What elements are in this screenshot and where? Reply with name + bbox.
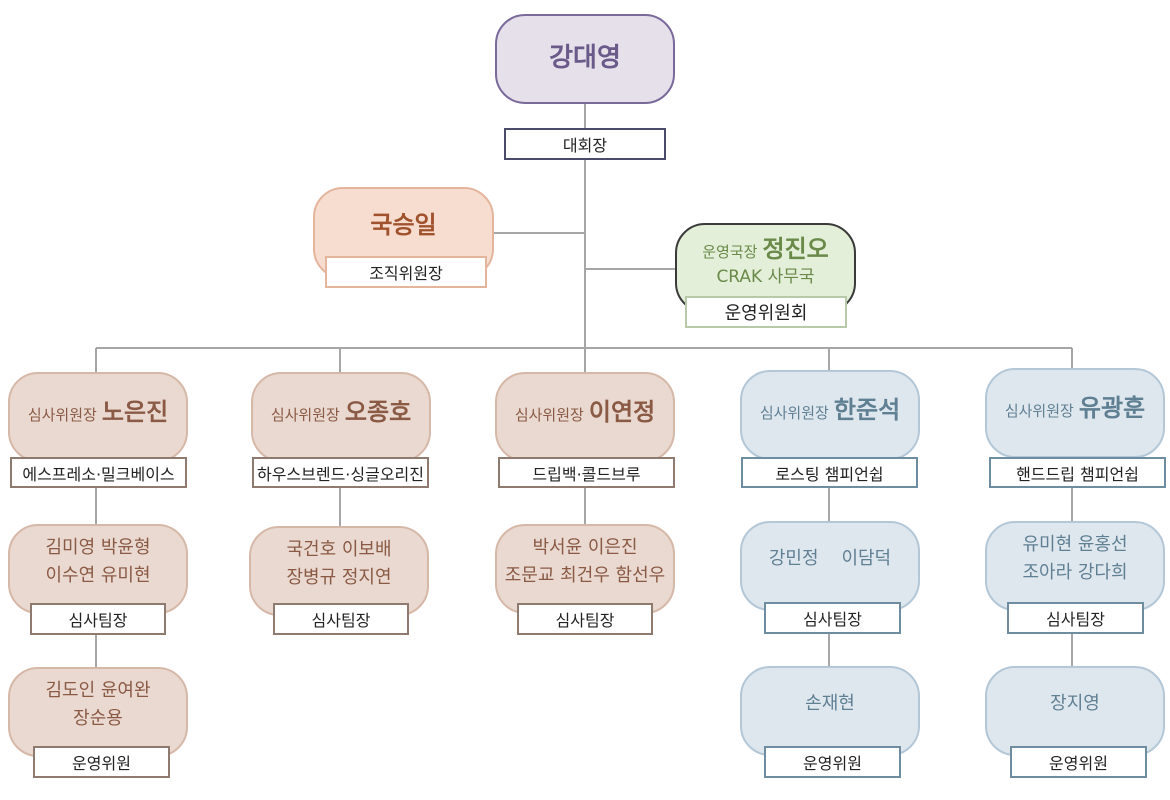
staff-line-1: 김도인 윤여완 (45, 680, 151, 702)
team-leader-label: 심사팀장 (517, 603, 653, 635)
judge-chair-role: 심사위원장 (27, 406, 97, 425)
team-line-1: 김미영 박윤형 (45, 537, 151, 559)
category-label: 하우스브렌드·싱글오리진 (252, 457, 429, 488)
staff-label: 운영위원 (1010, 746, 1147, 778)
president-node: 강대영 (495, 14, 675, 104)
judge-chair-role: 심사위원장 (759, 404, 829, 423)
president-name: 강대영 (549, 43, 621, 74)
staff-label: 운영위원 (33, 746, 170, 778)
judge-chair-name: 이연정 (588, 398, 656, 427)
judge-chair-node: 심사위원장 노은진 (8, 372, 188, 462)
operations-role: 운영국장 (702, 243, 758, 262)
organizing-chair-title-label: 조직위원장 (325, 256, 487, 288)
judge-team-node: 김미영 박윤형 이수연 유미현 (8, 524, 188, 614)
judge-chair-name: 한준석 (833, 396, 901, 425)
judge-team-node: 유미현 윤홍선 조아라 강다희 (985, 521, 1165, 611)
organizing-chair-name: 국승일 (370, 211, 437, 240)
president-title-label: 대회장 (504, 128, 666, 160)
staff-node: 장지영 (985, 666, 1165, 756)
judge-chair-role: 심사위원장 (514, 406, 584, 425)
judge-chair-role: 심사위원장 (1004, 402, 1074, 421)
judge-chair-role: 심사위원장 (270, 406, 340, 425)
team-line-2: 조아라 강다희 (1022, 562, 1128, 583)
judge-team-node: 박서윤 이은진 조문교 최건우 함선우 (495, 524, 675, 614)
judge-chair-name: 노은진 (101, 398, 169, 427)
category-label: 에스프레소·밀크베이스 (10, 457, 187, 488)
team-line-1: 유미현 윤홍선 (1022, 534, 1128, 556)
team-line-2: 조문교 최건우 함선우 (504, 565, 666, 586)
operations-org: CRAK 사무국 (716, 266, 815, 287)
operations-director-name: 정진오 (762, 235, 829, 264)
team-line-1: 국건호 이보배 (286, 539, 392, 561)
team-leader-label: 심사팀장 (30, 603, 166, 635)
judge-chair-node: 심사위원장 오종호 (251, 372, 431, 462)
staff-line-2: 장순용 (73, 708, 123, 729)
judge-chair-name: 유광훈 (1078, 394, 1146, 423)
team-leader-label: 심사팀장 (1007, 602, 1144, 634)
category-label: 드립백·콜드브루 (498, 457, 675, 488)
team-line-1: 강민정 이담덕 (768, 548, 892, 570)
team-leader-label: 심사팀장 (764, 602, 901, 634)
operations-director-heading: 운영국장 정진오 (702, 234, 829, 265)
judge-chair-node: 심사위원장 유광훈 (985, 368, 1165, 458)
operations-committee-label: 운영위원회 (685, 296, 847, 328)
team-line-2: 이수연 유미현 (45, 565, 151, 586)
category-label: 로스팅 챔피언쉽 (741, 457, 918, 488)
staff-node: 손재현 (740, 666, 920, 756)
staff-label: 운영위원 (764, 746, 901, 778)
category-label: 핸드드립 챔피언쉽 (989, 457, 1166, 488)
judge-team-node: 국건호 이보배 장병규 정지연 (249, 526, 429, 616)
judge-chair-node: 심사위원장 이연정 (495, 372, 675, 462)
staff-node: 김도인 윤여완 장순용 (8, 667, 188, 757)
judge-chair-node: 심사위원장 한준석 (740, 370, 920, 460)
staff-line-1: 장지영 (1050, 693, 1100, 715)
staff-line-1: 손재현 (805, 693, 855, 715)
team-line-1: 박서윤 이은진 (532, 537, 638, 559)
team-leader-label: 심사팀장 (273, 603, 409, 635)
judge-team-node: 강민정 이담덕 (740, 521, 920, 611)
judge-chair-name: 오종호 (344, 398, 412, 427)
team-line-2: 장병규 정지연 (286, 567, 392, 588)
